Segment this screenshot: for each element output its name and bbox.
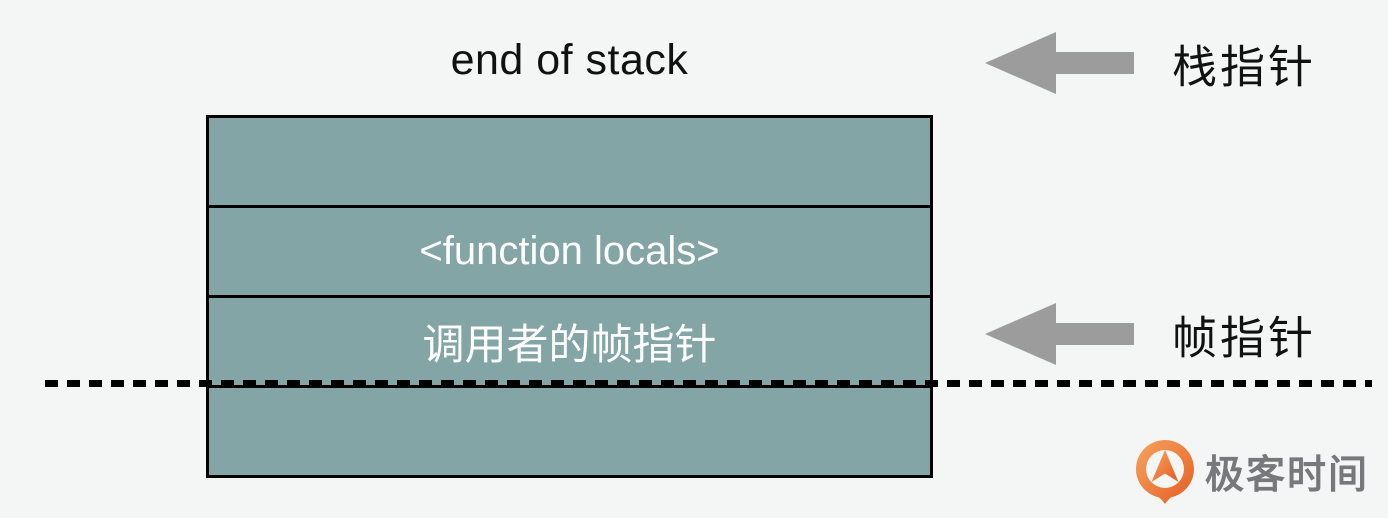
stack-pointer-label: 栈指针 [1172,41,1317,93]
geektime-logo: 极客时间 [1133,438,1369,506]
stack-row-function-locals: <function locals> [209,205,930,295]
end-of-stack-title: end of stack [450,36,689,84]
left-arrow-icon [985,32,1134,94]
frame-pointer-label: 帧指针 [1172,312,1317,364]
stack-row-label: <function locals> [419,229,720,273]
stack-row-caller-frame-pointer: 调用者的帧指针 [209,295,930,385]
left-arrow-icon [985,303,1134,365]
geektime-logo-text: 极客时间 [1205,454,1370,497]
stack-box: <function locals> 调用者的帧指针 [206,115,933,478]
frame-boundary-dashed-line [45,380,1372,387]
stack-row-label: 调用者的帧指针 [422,321,717,368]
stack-row-empty-bottom [209,385,930,475]
stack-row-empty-top [209,118,930,205]
stack-pointer-annotation: 栈指针 [985,31,1313,95]
frame-pointer-annotation: 帧指针 [985,302,1313,366]
geektime-logo-icon [1135,440,1194,504]
